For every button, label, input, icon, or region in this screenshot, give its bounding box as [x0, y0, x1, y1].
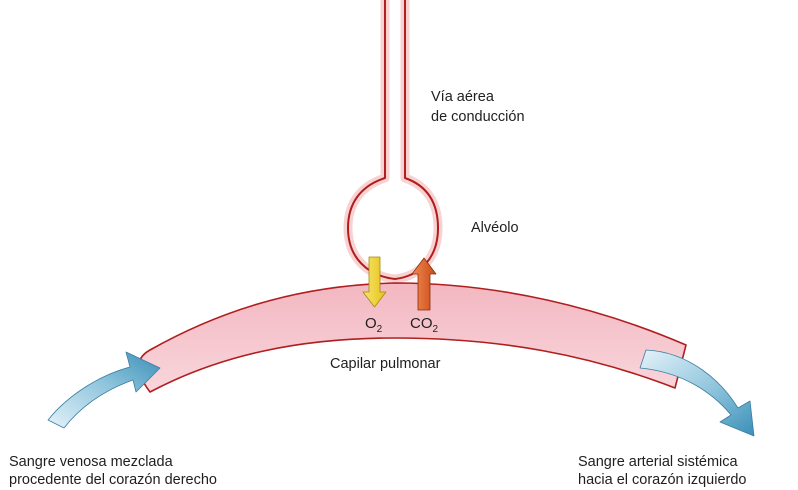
o2-label-base: O [365, 315, 377, 332]
arterial-blood-label-line-1: Sangre arterial sistémica [578, 454, 738, 470]
venous-blood-arrow [48, 352, 160, 428]
capillary-label: Capilar pulmonar [330, 356, 441, 372]
airway-alveolus-glow [348, 0, 438, 279]
airway-label-line-2: de conducción [431, 109, 525, 125]
co2-label-subscript: 2 [433, 324, 439, 335]
airway-label-line-1: Vía aérea [431, 89, 495, 105]
pulmonary-capillary [139, 283, 686, 392]
arterial-blood-arrow [640, 350, 754, 436]
o2-label-subscript: 2 [377, 324, 383, 335]
venous-blood-label-line-1: Sangre venosa mezclada [9, 454, 174, 470]
co2-label-base: CO [410, 315, 433, 332]
conducting-airway [348, 0, 438, 279]
venous-blood-label-line-2: procedente del corazón derecho [9, 472, 217, 488]
arterial-blood-label-line-2: hacia el corazón izquierdo [578, 472, 746, 488]
alveolus-label: Alvéolo [471, 220, 519, 236]
